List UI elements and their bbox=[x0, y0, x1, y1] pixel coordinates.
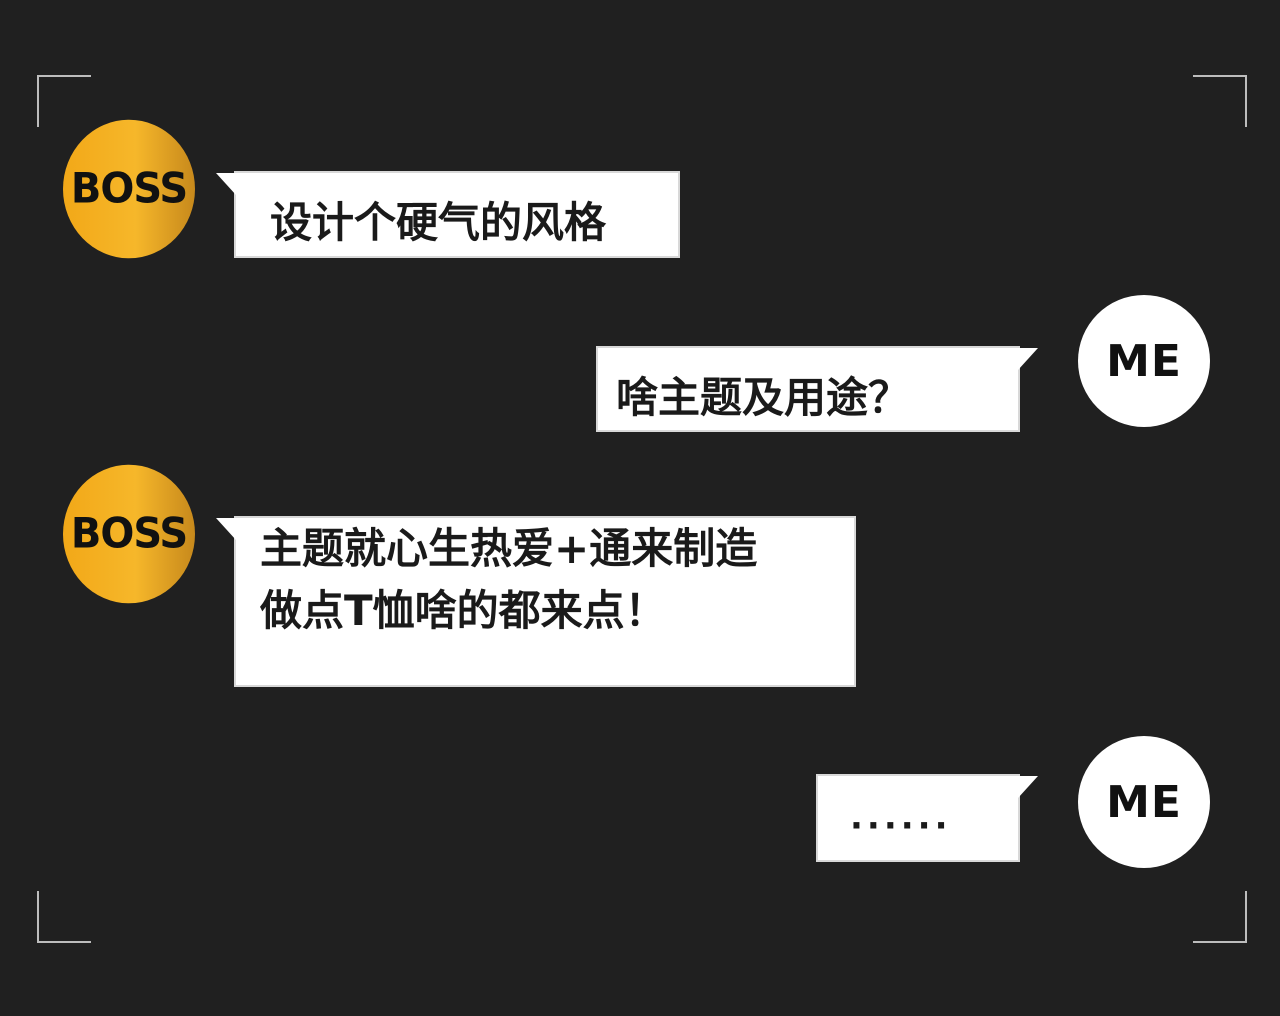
message-bubble-boss: 设计个硬气的风格 bbox=[216, 173, 678, 256]
message-bubble-me: 啥主题及用途？ bbox=[598, 348, 1038, 430]
message-text: ······ bbox=[850, 806, 952, 846]
me-avatar: ME bbox=[1078, 295, 1210, 427]
bubble-tail bbox=[1018, 776, 1038, 798]
message-text: 啥主题及用途？ bbox=[616, 373, 911, 422]
message-bubble-boss: 主题就心生热爱+通来制造 做点T恤啥的都来点！ bbox=[216, 518, 854, 685]
bubble-tail bbox=[216, 518, 236, 540]
frame-corner-top-left bbox=[37, 75, 91, 127]
me-avatar-label: ME bbox=[1106, 335, 1182, 387]
bubble-tail bbox=[216, 173, 236, 195]
frame-corner-top-right bbox=[1193, 75, 1247, 127]
frame-corner-bottom-right bbox=[1193, 891, 1247, 943]
frame-corner-bottom-left bbox=[37, 891, 91, 943]
message-bubble-me: ······ bbox=[818, 776, 1038, 860]
me-avatar: ME bbox=[1078, 736, 1210, 868]
message-text-line-2: 做点T恤啥的都来点！ bbox=[260, 586, 667, 635]
bubble-tail bbox=[1018, 348, 1038, 370]
boss-avatar: BOSS bbox=[63, 119, 195, 259]
message-text: 设计个硬气的风格 bbox=[270, 198, 607, 247]
me-avatar-label: ME bbox=[1106, 776, 1182, 828]
boss-avatar-label: BOSS bbox=[70, 164, 188, 214]
message-text-line-1: 主题就心生热爱+通来制造 bbox=[260, 524, 758, 573]
boss-avatar: BOSS bbox=[63, 464, 195, 604]
boss-avatar-label: BOSS bbox=[70, 509, 188, 559]
